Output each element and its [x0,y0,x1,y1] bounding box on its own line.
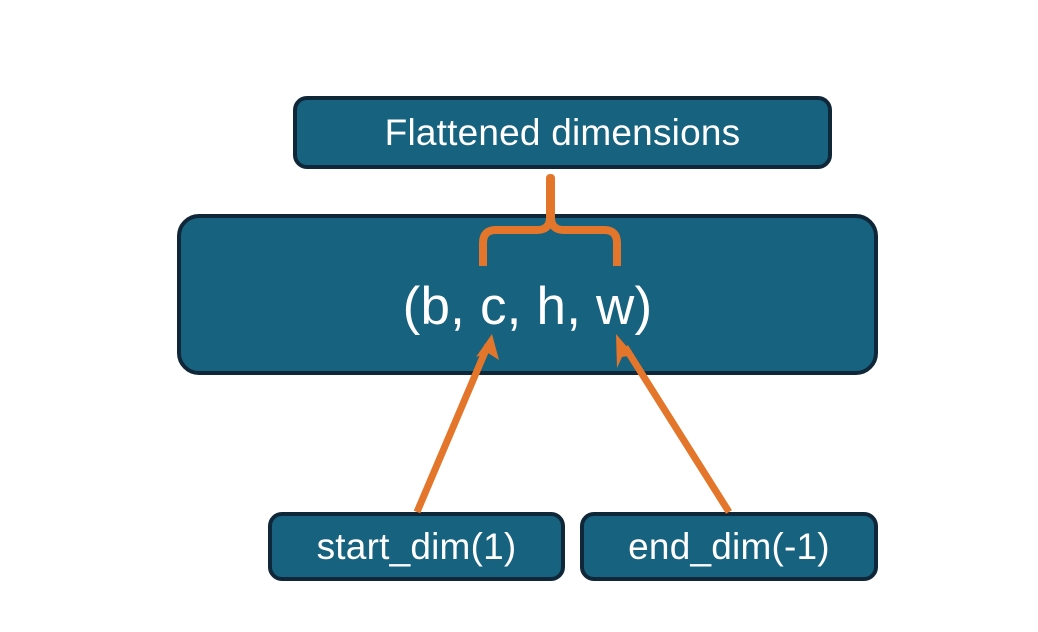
tensor-shape-node: (b, c, h, w) [177,214,878,375]
start-dim-label: start_dim(1) [316,525,517,567]
flattened-dimensions-label: Flattened dimensions [384,111,741,153]
tensor-shape-label: (b, c, h, w) [402,277,653,336]
start-dim-node: start_dim(1) [268,512,565,581]
end-dim-label: end_dim(-1) [628,525,830,567]
flattened-dimensions-node: Flattened dimensions [293,96,832,169]
end-dim-node: end_dim(-1) [580,512,878,581]
